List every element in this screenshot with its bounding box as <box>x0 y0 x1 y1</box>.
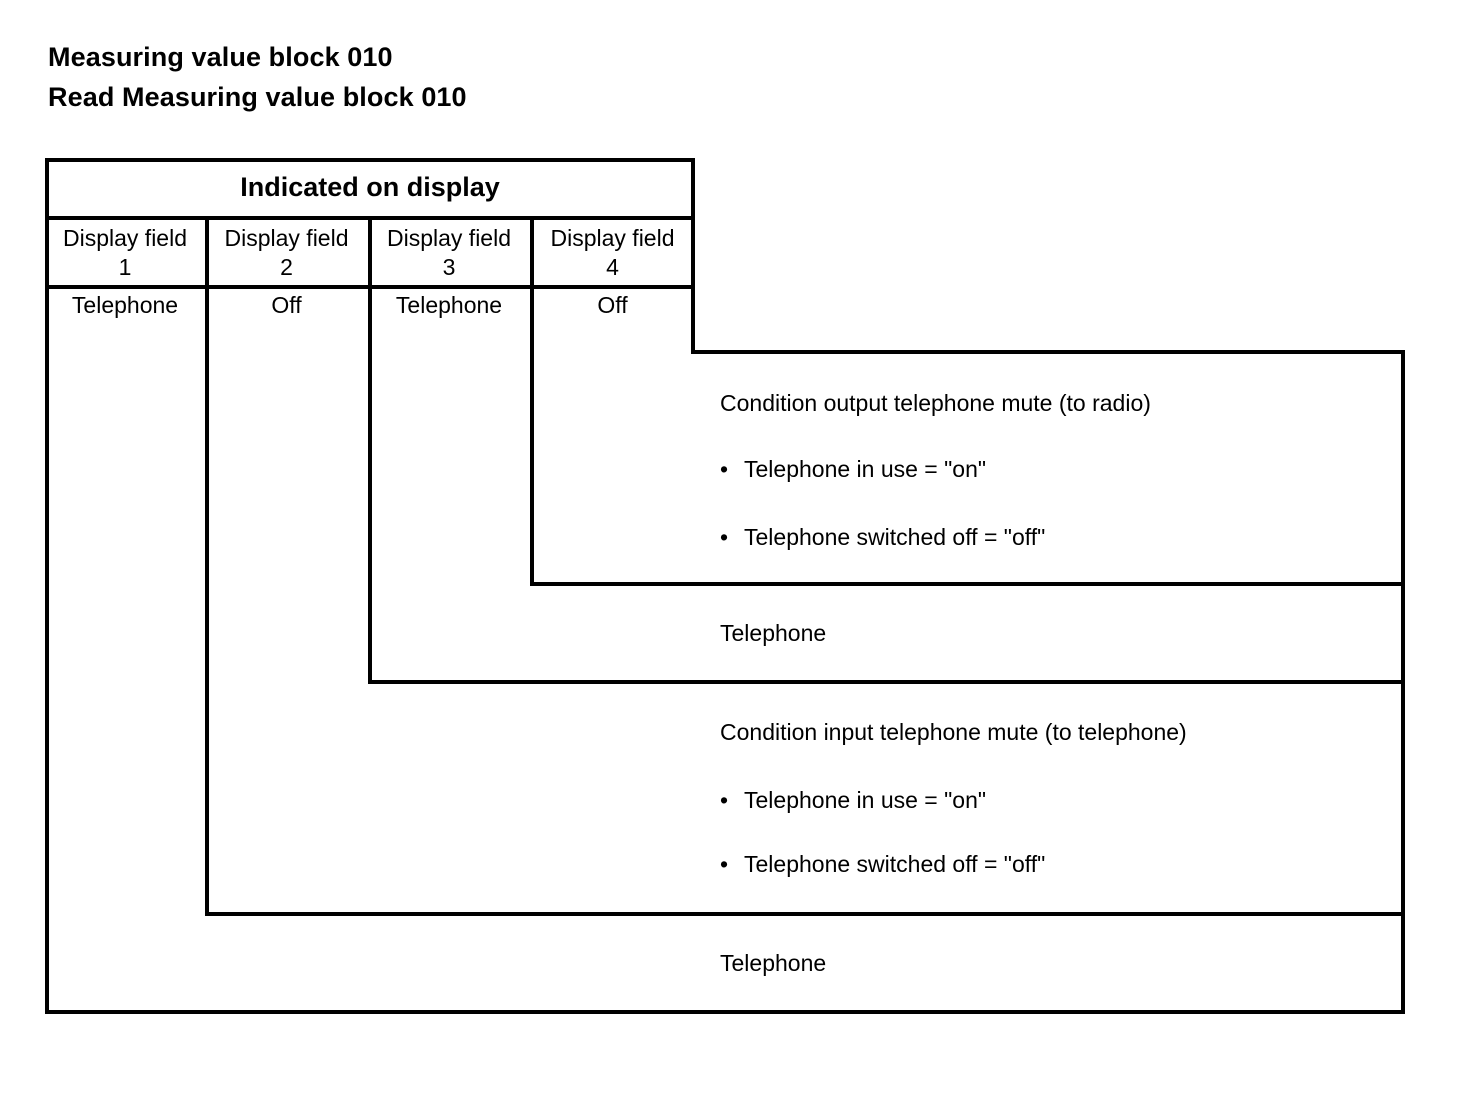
callout-3-border-bottom <box>205 912 1405 916</box>
frame-divider-col2-col3 <box>368 216 372 684</box>
column-value-4: Off <box>597 292 628 318</box>
callout-3-bullet-1-text: Telephone in use = "on" <box>744 787 987 813</box>
column-header-1: Display field 1 <box>49 224 201 282</box>
callout-3-title: Condition input telephone mute (to telep… <box>720 719 1187 745</box>
callout-1-bullet-2-text: Telephone switched off = "off" <box>744 524 1046 550</box>
callout-3-bullet-2: • Telephone switched off = "off" <box>720 851 1045 878</box>
frame-divider-col3-col4 <box>530 216 534 586</box>
column-header-3-line1: Display field <box>387 225 511 251</box>
callout-3-bullet-2-text: Telephone switched off = "off" <box>744 851 1046 877</box>
bullet-marker-icon: • <box>720 851 729 877</box>
column-value-3: Telephone <box>395 292 503 318</box>
callout-1-title: Condition output telephone mute (to radi… <box>720 390 1151 416</box>
column-header-1-line1: Display field <box>63 225 187 251</box>
frame-left-outer <box>45 158 49 1014</box>
callout-1-bullet-1-text: Telephone in use = "on" <box>744 456 987 482</box>
callout-2-label: Telephone <box>720 620 827 646</box>
column-header-1-line2: 1 <box>118 254 132 280</box>
column-header-2-line2: 2 <box>280 254 293 280</box>
bullet-marker-icon: • <box>720 456 729 482</box>
table-border-top <box>45 158 695 162</box>
table-title: Indicated on display <box>240 172 500 202</box>
column-header-4-line1: Display field <box>550 225 675 251</box>
callout-1-bullet-1: • Telephone in use = "on" <box>720 456 986 483</box>
document-heading-secondary: Read Measuring value block 010 <box>48 82 467 112</box>
callout-2-border-bottom <box>368 680 1405 684</box>
column-header-2: Display field 2 <box>209 224 364 282</box>
column-value-2: Off <box>271 292 302 318</box>
column-header-4-line2: 4 <box>606 254 619 280</box>
callout-1-bullet-2: • Telephone switched off = "off" <box>720 524 1045 551</box>
column-value-1: Telephone <box>71 292 179 318</box>
callout-4-border-bottom <box>45 1010 1405 1014</box>
column-header-3-line2: 3 <box>442 254 456 280</box>
callout-4-label: Telephone <box>720 950 827 976</box>
frame-table-right-edge <box>691 158 695 354</box>
column-header-2-line1: Display field <box>224 225 349 251</box>
frame-divider-col1-col2 <box>205 216 209 916</box>
callout-1-border-top <box>691 350 1405 354</box>
bullet-marker-icon: • <box>720 787 729 813</box>
callout-3-bullet-1: • Telephone in use = "on" <box>720 787 986 814</box>
column-header-3: Display field 3 <box>372 224 526 282</box>
column-header-4: Display field 4 <box>534 224 691 282</box>
document-heading-primary: Measuring value block 010 <box>48 42 393 72</box>
callout-1-border-bottom <box>530 582 1405 586</box>
bullet-marker-icon: • <box>720 524 729 550</box>
